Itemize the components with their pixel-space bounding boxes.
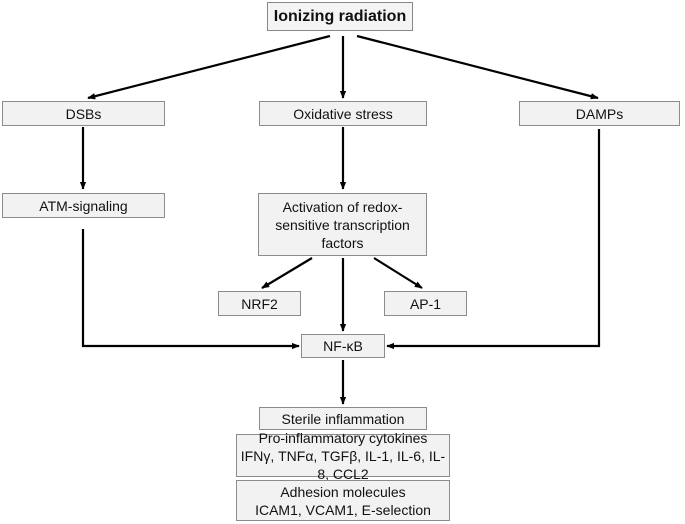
redox-factors-line-2: sensitive transcription	[275, 216, 410, 233]
pro-inflammatory-cytokines-node: Pro-inflammatory cytokines IFNγ, TNFα, T…	[236, 430, 450, 482]
ionizing-radiation-node: Ionizing radiation	[267, 2, 413, 31]
nrf2-node: NRF2	[218, 291, 301, 316]
arrow-radiation-to-dsbs	[87, 34, 331, 100]
adhesion-title: Adhesion molecules	[280, 483, 406, 500]
arrow-radiation-to-damps	[356, 34, 599, 100]
arrow-redox-to-nrf2	[261, 257, 313, 289]
atm-signaling-node: ATM-signaling	[2, 193, 165, 218]
redox-transcription-factors-node: Activation of redox- sensitive transcrip…	[258, 193, 427, 256]
sterile-inflammation-node: Sterile inflammation	[259, 407, 427, 430]
cytokines-items: IFNγ, TNFα, TGFβ, IL-1, IL-6, IL-8, CCL2	[240, 447, 446, 482]
arrow-atm-to-nfkb	[81, 229, 300, 350]
nfkb-node: NF-κB	[301, 334, 385, 358]
redox-factors-line-1: Activation of redox-	[282, 198, 403, 215]
arrow-redox-to-ap1	[373, 257, 423, 289]
adhesion-items: ICAM1, VCAM1, E-selection	[255, 501, 431, 518]
cytokines-title: Pro-inflammatory cytokines	[258, 429, 428, 446]
dsbs-node: DSBs	[2, 101, 165, 126]
redox-factors-line-3: factors	[321, 234, 364, 251]
oxidative-stress-node: Oxidative stress	[259, 101, 427, 126]
adhesion-molecules-node: Adhesion molecules ICAM1, VCAM1, E-selec…	[236, 480, 450, 521]
damps-node: DAMPs	[519, 101, 680, 126]
ap1-node: AP-1	[384, 291, 467, 316]
arrow-damps-to-nfkb	[386, 129, 601, 350]
